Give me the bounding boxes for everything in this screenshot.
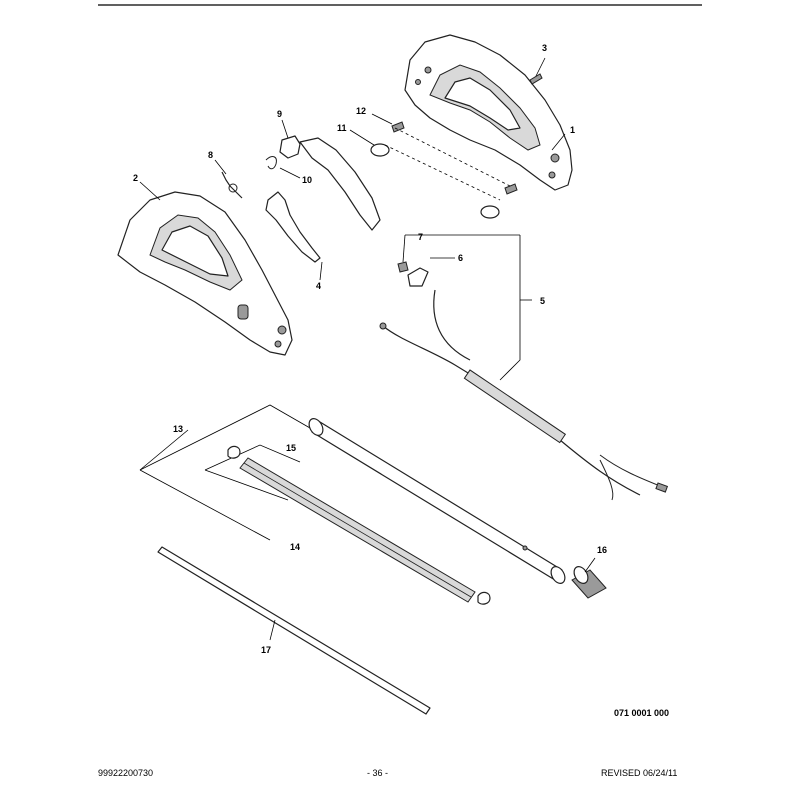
- callout-4: 4: [316, 281, 321, 291]
- handle-housing-right: [404, 34, 573, 191]
- safety-lever-9: [279, 135, 301, 159]
- screw-7: [397, 261, 409, 273]
- callout-1: 1: [570, 125, 575, 135]
- footer-part-number: 99922200730: [98, 768, 154, 778]
- shaft-tube: [308, 418, 566, 584]
- callout-9: 9: [277, 109, 282, 119]
- drive-shaft-17: [157, 546, 431, 715]
- clamp-11-lower: [480, 183, 518, 219]
- callout-13: 13: [173, 424, 183, 434]
- lever-cover: [299, 137, 381, 231]
- callout-14: 14: [290, 542, 300, 552]
- handle-housing-left: [117, 191, 293, 356]
- spring-8: [221, 171, 243, 199]
- throttle-trigger: [265, 191, 321, 263]
- callout-3: 3: [542, 43, 547, 53]
- spring-10: [265, 156, 277, 170]
- callout-6: 6: [458, 253, 463, 263]
- callout-7: 7: [418, 232, 423, 242]
- callout-5: 5: [540, 296, 545, 306]
- callout-8: 8: [208, 150, 213, 160]
- callout-12: 12: [356, 106, 366, 116]
- shaft-liner: [227, 445, 491, 605]
- callout-10: 10: [302, 175, 312, 185]
- drawing-number: 071 0001 000: [614, 708, 669, 718]
- clamp-11-upper: [370, 121, 405, 157]
- callout-17: 17: [261, 645, 271, 655]
- screw-3: [529, 57, 546, 85]
- callout-16: 16: [597, 545, 607, 555]
- callout-11: 11: [337, 123, 347, 133]
- bushing-16: [571, 557, 607, 599]
- throttle-cable: [379, 289, 669, 501]
- callout-2: 2: [133, 173, 138, 183]
- footer-revised-date: REVISED 06/24/11: [601, 768, 678, 778]
- footer-page-number: - 36 -: [367, 768, 389, 778]
- callout-15: 15: [286, 443, 296, 453]
- cable-clip-6: [407, 267, 429, 287]
